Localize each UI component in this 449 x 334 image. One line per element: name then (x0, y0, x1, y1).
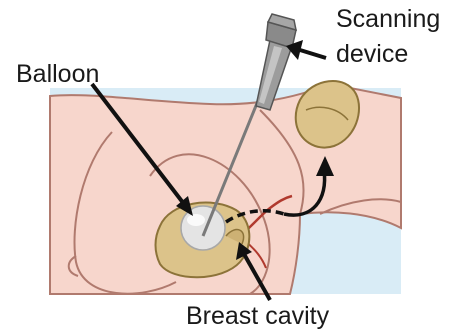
balloon-highlight (187, 214, 205, 226)
breast-cavity-label: Breast cavity (186, 304, 329, 329)
balloon-label: Balloon (16, 62, 99, 87)
scanning-device-label-line1: Scanning (336, 7, 440, 32)
scanning-device-label-line2: device (336, 42, 408, 67)
device-pointer-arrow (300, 50, 326, 58)
